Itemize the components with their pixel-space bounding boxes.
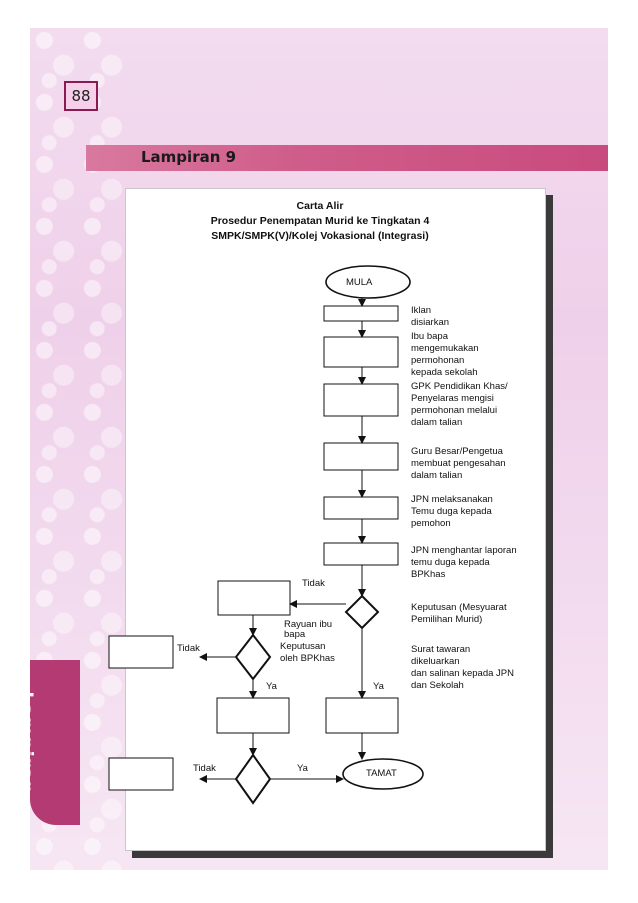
reject-box-2 (109, 758, 173, 790)
step-6-label: JPN menghantar laporan temu duga kepada … (411, 545, 517, 581)
step-7-label: Surat tawaran dikeluarkan dan salinan ke… (411, 644, 514, 692)
reject-box-1 (109, 636, 173, 668)
step-5-label: JPN melaksanakan Temu duga kepada pemoho… (411, 494, 493, 530)
decision-diamond-1 (346, 596, 378, 628)
step-2-label: Ibu bapa mengemukakan permohonan kepada … (411, 331, 479, 379)
branch-label-tidak: Tidak (193, 763, 216, 775)
start-label: MULA (346, 277, 372, 289)
appeal-box (218, 581, 290, 615)
appeal-label: Rayuan ibu bapa (284, 620, 332, 640)
step-4-label: Guru Besar/Pengetua membuat pengesahan d… (411, 446, 506, 482)
branch-label-ya: Ya (266, 681, 277, 693)
end-label: TAMAT (366, 768, 397, 780)
branch-label-tidak: Tidak (302, 578, 325, 590)
process-box-7 (326, 698, 398, 733)
process-box-3 (324, 384, 398, 416)
process-box-6 (324, 543, 398, 565)
step-3-label: GPK Pendidikan Khas/ Penyelaras mengisi … (411, 381, 508, 429)
decision-2-label: Keputusan oleh BPKhas (280, 641, 335, 665)
process-box-4 (324, 443, 398, 470)
branch-label-tidak: Tidak (177, 643, 200, 655)
process-box-5 (324, 497, 398, 519)
decision-1-label: Keputusan (Mesyuarat Pemilihan Murid) (411, 602, 507, 626)
decision-diamond-3 (236, 755, 270, 803)
process-box-1 (324, 306, 398, 321)
process-box-8 (217, 698, 289, 733)
process-box-2 (324, 337, 398, 367)
step-1-label: Iklan disiarkan (411, 305, 449, 329)
decision-diamond-2 (236, 635, 270, 679)
branch-label-ya: Ya (297, 763, 308, 775)
branch-label-ya: Ya (373, 681, 384, 693)
